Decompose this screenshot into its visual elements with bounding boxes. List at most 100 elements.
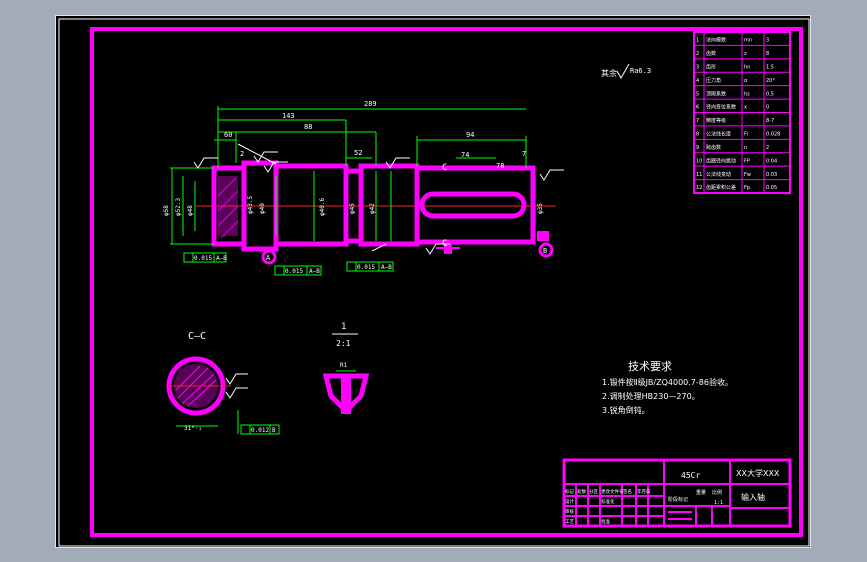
param-cell: hn <box>744 64 750 70</box>
param-cell: FP <box>744 158 750 164</box>
svg-text:φ42: φ42 <box>369 203 376 214</box>
param-cell: 1.5 <box>766 64 774 70</box>
param-cell: 6 <box>696 105 699 111</box>
roughness-value: Ra6.3 <box>630 67 651 75</box>
param-cell: 公法线长度 <box>706 131 731 138</box>
tech-req-title: 技术要求 <box>628 360 672 373</box>
technical-requirements: 技术要求 1.锻件按Ⅱ级JB/ZQ4000.7-86验收。 2.调制处理HB23… <box>602 360 733 415</box>
tech-req-item-2: 2.调制处理HB230—270。 <box>602 391 700 401</box>
title-block-cell: 批准 <box>601 518 610 525</box>
tolerance-1: 0.015 <box>194 255 212 262</box>
svg-text:φ52.3: φ52.3 <box>175 198 182 216</box>
part-name-label: 输入轴 <box>741 492 765 502</box>
datum-b-marker <box>538 242 554 258</box>
datum-a-marker <box>261 249 277 265</box>
section-c-top: C <box>442 163 447 173</box>
material-label: 45Cr <box>681 471 700 480</box>
datum-ref-3: A–B <box>381 264 392 271</box>
param-cell: 2 <box>766 145 769 151</box>
detail-scale: 2:1 <box>336 339 351 348</box>
shaft-keyway-section <box>414 165 536 245</box>
roughness-symbol-icon <box>616 63 630 80</box>
outer-border <box>58 18 810 547</box>
param-cell: 公法线变动 <box>706 171 731 178</box>
param-cell: 3 <box>696 64 699 70</box>
param-cell: Fp <box>744 185 750 191</box>
section-markers: C C A B <box>261 163 554 265</box>
dim-52: 52 <box>354 149 362 157</box>
stage-label: 阶段标记 <box>668 496 688 503</box>
svg-text:φ43.5: φ43.5 <box>247 196 254 214</box>
param-cell: 20° <box>766 78 775 84</box>
param-cell: 齿形 <box>706 63 716 70</box>
company-label: XX大学XXX <box>736 468 780 478</box>
param-cell: 0 <box>766 105 769 111</box>
param-cell: 11 <box>696 172 702 178</box>
weight-label: 重量 <box>696 489 706 496</box>
title-block-cell: 更改文件号 <box>601 488 624 495</box>
param-cell: 4 <box>696 78 699 84</box>
param-cell: 2 <box>696 51 699 57</box>
param-cell: 0.04 <box>766 158 777 164</box>
svg-text:φ45: φ45 <box>349 203 356 214</box>
param-cell: 9 <box>696 145 699 151</box>
title-block-cell: 分区 <box>589 488 598 495</box>
shaft-middle-section <box>273 163 349 247</box>
param-cell: 齿圈径向跳动 <box>706 157 736 164</box>
param-cell: 1 <box>696 38 699 44</box>
ratio-label: 比例 <box>712 489 722 496</box>
param-cell: 8 <box>766 51 769 57</box>
param-cell: 压力角 <box>706 77 721 84</box>
param-cell: 0.5 <box>766 91 774 97</box>
roughness-callouts <box>193 143 564 255</box>
svg-text:31⁰·₂: 31⁰·₂ <box>184 425 202 432</box>
title-block-cell: 设计 <box>565 498 574 505</box>
param-cell: 跨齿数 <box>706 144 721 151</box>
title-block-cell: 年月日 <box>637 488 651 495</box>
roughness-prefix: 其余 <box>601 68 617 78</box>
param-cell: 法向模数 <box>706 37 726 44</box>
keyway-slot <box>419 191 527 219</box>
param-cell: 8-7 <box>766 118 774 124</box>
tolerance-4: 0.012 <box>251 427 269 434</box>
section-cc-title: C–C <box>188 331 206 342</box>
detail-number: 1 <box>341 322 346 332</box>
param-cell: α <box>744 78 748 84</box>
param-cell: Fr <box>744 132 750 138</box>
param-cell: Fw <box>744 172 751 178</box>
shaft-main-view: φ58 φ52.3 φ48 φ43.5 φ40 φ40.6 φ45 φ42 φ3… <box>163 106 556 254</box>
section-cc-view: C–C 31⁰·₂ <box>166 331 248 434</box>
param-cell: 0.05 <box>766 185 777 191</box>
datum-b-label: B <box>543 247 547 255</box>
param-cell: 齿数 <box>706 50 716 57</box>
tech-req-item-1: 1.锻件按Ⅱ级JB/ZQ4000.7-86验收。 <box>602 377 733 387</box>
title-block-cell: 标记 <box>565 488 574 495</box>
horizontal-dimensions: 289 143 88 60 94 52 7 2 74 78 <box>214 100 526 170</box>
title-block-cell: 审核 <box>565 508 574 515</box>
svg-text:R1: R1 <box>340 362 348 369</box>
param-cell: n <box>744 145 747 151</box>
svg-text:φ40.6: φ40.6 <box>319 198 326 216</box>
param-cell: 7 <box>696 118 699 124</box>
param-cell: 5 <box>696 91 699 97</box>
param-cell: hs <box>744 91 750 97</box>
tolerance-3: 0.015 <box>357 264 375 271</box>
dim-2: 2 <box>240 150 244 158</box>
param-cell: 3 <box>766 38 769 44</box>
svg-text:φ35: φ35 <box>537 203 544 214</box>
param-cell: 8 <box>696 132 699 138</box>
param-cell: 齿距累积公差 <box>706 184 736 191</box>
section-c-bottom: C <box>442 239 447 249</box>
dim-overall: 289 <box>364 100 377 108</box>
param-cell: 12 <box>696 185 702 191</box>
dim-7: 7 <box>522 150 526 158</box>
param-cell: 顶隙系数 <box>706 90 726 97</box>
svg-text:φ48: φ48 <box>187 205 194 216</box>
magenta-frame <box>90 27 803 537</box>
detail-view: 1 2:1 R1 <box>322 322 370 414</box>
datum-a-label: A <box>266 254 271 262</box>
tech-req-item-3: 3.锐角倒钝。 <box>602 405 650 415</box>
datum-ref-4: B <box>272 427 276 434</box>
